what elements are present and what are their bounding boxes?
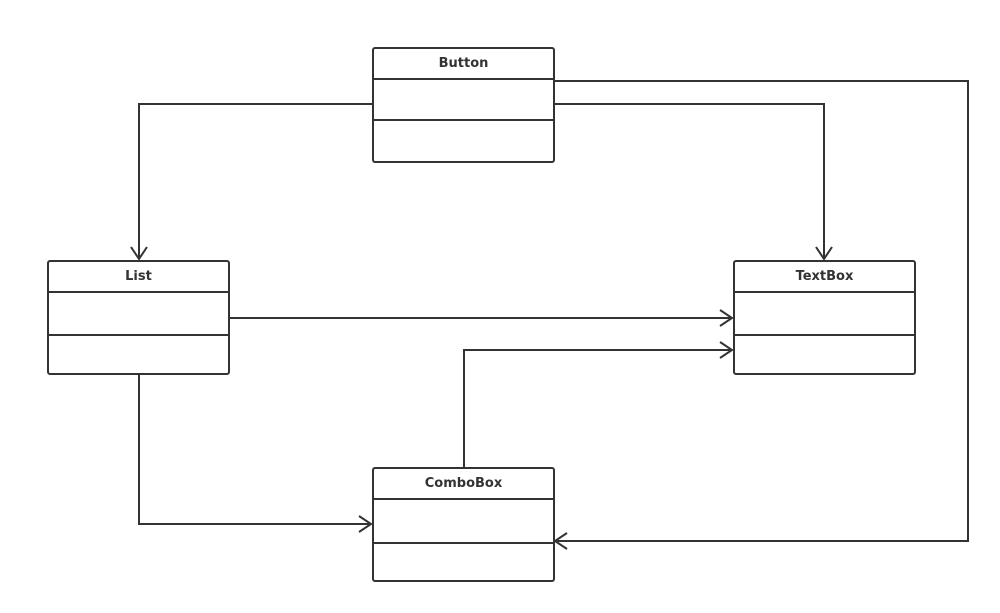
arrowhead-textbox-from-combobox	[719, 341, 734, 359]
attributes-compartment	[49, 293, 228, 336]
arrowhead-textbox-from-list	[719, 309, 734, 327]
class-name: List	[49, 262, 228, 293]
class-box-combobox[interactable]: ComboBox	[372, 467, 555, 582]
operations-compartment	[374, 121, 553, 161]
attributes-compartment	[374, 500, 553, 544]
edge-combobox-to-textbox[interactable]	[463, 349, 732, 468]
operations-compartment	[49, 336, 228, 373]
edge-list-to-combobox[interactable]	[138, 374, 371, 525]
arrowhead-combobox-from-list	[358, 515, 373, 533]
edge-button-to-textbox[interactable]	[554, 103, 825, 259]
attributes-compartment	[374, 80, 553, 121]
arrowhead-textbox-from-button	[815, 246, 833, 261]
class-box-textbox[interactable]: TextBox	[733, 260, 916, 375]
operations-compartment	[735, 336, 914, 373]
attributes-compartment	[735, 293, 914, 336]
class-name: ComboBox	[374, 469, 553, 500]
operations-compartment	[374, 544, 553, 580]
class-name: Button	[374, 49, 553, 80]
arrowhead-combobox-from-button	[553, 532, 568, 550]
class-name: TextBox	[735, 262, 914, 293]
class-box-button[interactable]: Button	[372, 47, 555, 163]
edge-button-to-combobox[interactable]	[554, 80, 969, 542]
arrowhead-list-from-button	[130, 246, 148, 261]
class-box-list[interactable]: List	[47, 260, 230, 375]
edge-button-to-list[interactable]	[138, 103, 373, 259]
